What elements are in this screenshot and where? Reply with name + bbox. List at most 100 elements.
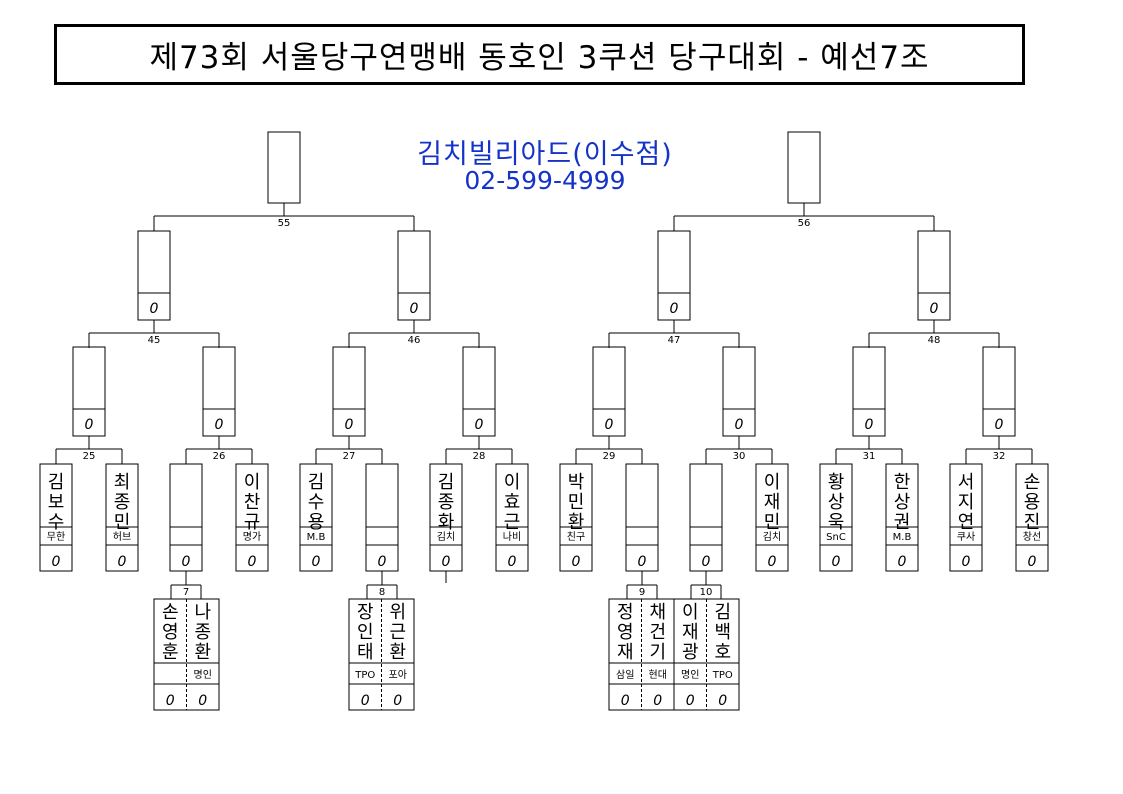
player-name: 김	[438, 472, 455, 493]
player-club: 삼일	[616, 669, 634, 681]
player-name: 종	[114, 492, 131, 513]
match-number: 32	[993, 451, 1006, 462]
score-mark: 0	[621, 693, 630, 709]
player-box	[299, 463, 333, 572]
player-name: 보	[48, 492, 65, 513]
player-name: 황	[828, 472, 845, 493]
player-name: 인	[357, 622, 374, 643]
score-mark: 0	[442, 554, 451, 570]
player-name: 영	[617, 622, 634, 643]
score-mark: 0	[150, 301, 159, 317]
player-club: 명인	[194, 669, 212, 681]
player-name: 규	[244, 512, 261, 533]
score-mark: 0	[508, 554, 517, 570]
player-name: 재	[764, 492, 781, 513]
player-name: 상	[828, 492, 845, 513]
player-name: 이	[504, 472, 521, 493]
score-mark: 0	[215, 417, 224, 433]
player-name: 태	[357, 642, 374, 663]
sponsor-phone: 02-599-4999	[464, 166, 626, 195]
player-name: 욱	[828, 512, 845, 533]
score-mark: 0	[898, 554, 907, 570]
player-box	[39, 463, 73, 572]
player-name: 훈	[162, 642, 179, 663]
player-club: 나비	[503, 531, 521, 543]
player-name: 용	[1024, 492, 1041, 513]
score-mark: 0	[653, 693, 662, 709]
match-number: 46	[408, 335, 421, 346]
match-number: 55	[278, 218, 291, 229]
player-name: 영	[162, 622, 179, 643]
player-box	[819, 463, 853, 572]
player-name: 김	[308, 472, 325, 493]
player-name: 광	[682, 642, 699, 663]
score-mark: 0	[475, 417, 484, 433]
score-mark: 0	[962, 554, 971, 570]
player-box	[105, 463, 139, 572]
final-winner-box	[267, 131, 301, 204]
player-name: 수	[48, 512, 65, 533]
title-box: 제73회 서울당구연맹배 동호인 3쿠션 당구대회 - 예선7조	[54, 24, 1025, 85]
player-name: 김	[714, 602, 731, 623]
score-mark: 0	[718, 693, 727, 709]
player-box	[755, 463, 789, 572]
score-mark: 0	[182, 554, 191, 570]
sponsor-name: 김치빌리아드(이수점)	[417, 139, 673, 170]
player-club: 김치	[763, 531, 781, 543]
score-mark: 0	[118, 554, 127, 570]
player-name: 김	[48, 472, 65, 493]
match-number: 10	[700, 587, 713, 598]
match-number: 47	[668, 335, 681, 346]
player-name: 화	[438, 512, 455, 533]
match-number: 48	[928, 335, 941, 346]
player-box	[559, 463, 593, 572]
score-mark: 0	[410, 301, 419, 317]
score-mark: 0	[735, 417, 744, 433]
score-mark: 0	[166, 693, 175, 709]
final-winner-box	[787, 131, 821, 204]
player-name: 채	[649, 602, 666, 623]
player-name: 용	[308, 512, 325, 533]
player-name: 근	[504, 512, 521, 533]
player-name: 수	[308, 492, 325, 513]
score-mark: 0	[345, 417, 354, 433]
match-number: 9	[639, 587, 645, 598]
player-name: 찬	[244, 492, 261, 513]
player-club: M.B	[893, 532, 912, 543]
score-mark: 0	[248, 554, 257, 570]
player-name: 위	[389, 602, 406, 623]
player-name: 환	[389, 642, 406, 663]
score-mark: 0	[378, 554, 387, 570]
player-name: 상	[894, 492, 911, 513]
score-mark: 0	[930, 301, 939, 317]
player-name: 장	[357, 602, 374, 623]
player-name: 박	[568, 472, 585, 493]
player-box	[949, 463, 983, 572]
player-name: 손	[162, 602, 179, 623]
player-name: 나	[194, 602, 211, 623]
match-number: 31	[863, 451, 876, 462]
player-name: 종	[438, 492, 455, 513]
score-mark: 0	[312, 554, 321, 570]
player-club: 명가	[243, 531, 261, 543]
score-mark: 0	[1028, 554, 1037, 570]
score-mark: 0	[686, 693, 695, 709]
score-mark: 0	[638, 554, 647, 570]
match-number: 26	[213, 451, 226, 462]
score-mark: 0	[393, 693, 402, 709]
match-number: 45	[148, 335, 161, 346]
match-number: 29	[603, 451, 616, 462]
player-name: 건	[649, 622, 666, 643]
player-club: 무한	[47, 531, 65, 543]
player-name: 기	[649, 642, 666, 663]
match-number: 30	[733, 451, 746, 462]
player-name: 민	[764, 512, 781, 533]
player-club: 쿠사	[957, 531, 975, 543]
score-mark: 0	[85, 417, 94, 433]
score-mark: 0	[52, 554, 61, 570]
score-mark: 0	[605, 417, 614, 433]
match-number: 8	[379, 587, 385, 598]
player-name: 재	[682, 622, 699, 643]
player-name: 손	[1024, 472, 1041, 493]
